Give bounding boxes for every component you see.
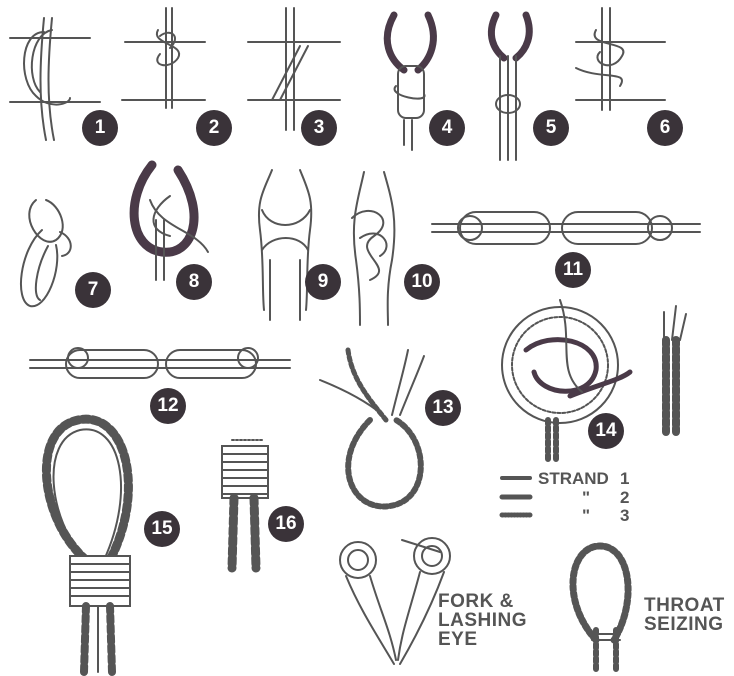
badge-6: 6 bbox=[647, 110, 683, 146]
knot-6-drawing bbox=[576, 8, 665, 110]
strand-rope-drawing bbox=[664, 306, 686, 432]
legend-num-2: 2 bbox=[620, 489, 629, 506]
knot-15-drawing bbox=[46, 419, 130, 672]
badge-13: 13 bbox=[425, 390, 461, 426]
badge-2: 2 bbox=[196, 110, 232, 146]
fork-lashing-eye-drawing bbox=[340, 538, 450, 664]
badge-10: 10 bbox=[404, 264, 440, 300]
knot-2-drawing bbox=[122, 8, 205, 108]
knot-11-drawing bbox=[432, 212, 700, 244]
throat-seizing-drawing bbox=[573, 546, 628, 672]
legend-num-1: 1 bbox=[620, 470, 629, 487]
badge-7: 7 bbox=[75, 272, 111, 308]
knot-9-drawing bbox=[259, 170, 311, 320]
knot-4-drawing bbox=[387, 15, 433, 150]
badge-3: 3 bbox=[301, 110, 337, 146]
badge-1: 1 bbox=[82, 110, 118, 146]
badge-11: 11 bbox=[555, 252, 591, 288]
legend-num-3: 3 bbox=[620, 507, 629, 524]
badge-8: 8 bbox=[176, 264, 212, 300]
legend-name-2: " bbox=[582, 489, 590, 506]
fork-caption-line-3: EYE bbox=[438, 630, 527, 649]
fork-lashing-eye-caption: FORK & LASHING EYE bbox=[438, 592, 527, 649]
knot-16-drawing bbox=[222, 440, 268, 568]
badge-12: 12 bbox=[150, 388, 186, 424]
knot-12-drawing bbox=[30, 348, 290, 378]
knot-13-drawing bbox=[320, 350, 424, 506]
knot-10-drawing bbox=[352, 172, 394, 325]
throat-caption-line-2: SEIZING bbox=[644, 615, 725, 634]
legend-name-1: STRAND bbox=[538, 470, 609, 487]
fork-caption-line-1: FORK & bbox=[438, 592, 527, 611]
badge-16: 16 bbox=[268, 506, 304, 542]
knot-7-drawing bbox=[21, 200, 71, 306]
throat-seizing-caption: THROAT SEIZING bbox=[644, 596, 725, 634]
badge-15: 15 bbox=[144, 511, 180, 547]
throat-caption-line-1: THROAT bbox=[644, 596, 725, 615]
badge-4: 4 bbox=[429, 110, 465, 146]
badge-14: 14 bbox=[588, 413, 624, 449]
fork-caption-line-2: LASHING bbox=[438, 611, 527, 630]
legend-swatches bbox=[502, 478, 530, 515]
badge-5: 5 bbox=[533, 110, 569, 146]
badge-9: 9 bbox=[305, 264, 341, 300]
knot-5-drawing bbox=[491, 15, 529, 160]
legend-name-3: " bbox=[582, 507, 590, 524]
knot-8-drawing bbox=[134, 165, 208, 280]
